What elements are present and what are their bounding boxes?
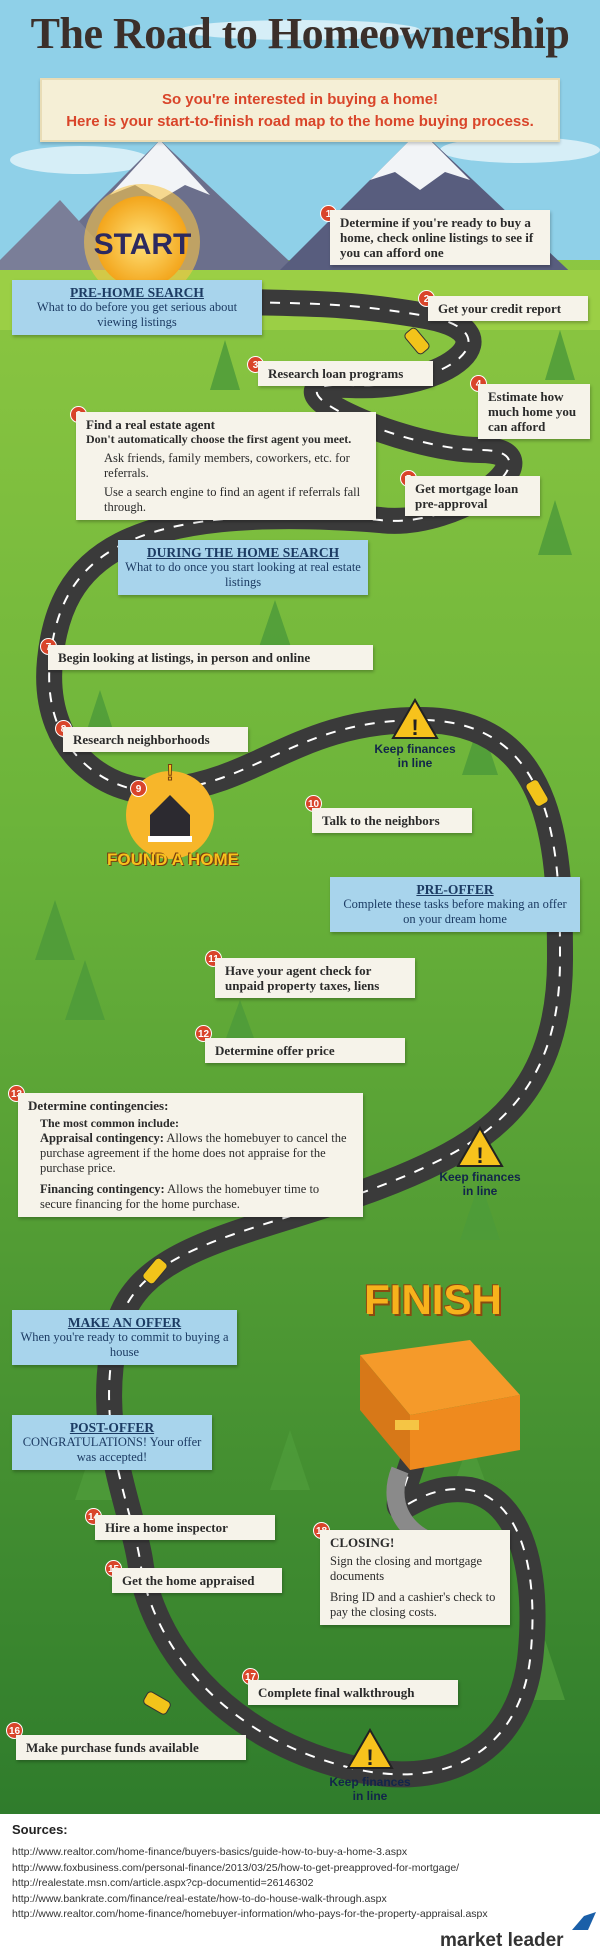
start-label: START — [93, 228, 192, 261]
warning-line-2: in line — [352, 1789, 388, 1803]
phase-pre-home-search: PRE-HOME SEARCH What to do before you ge… — [12, 280, 262, 335]
svg-text:!: ! — [366, 1745, 373, 1770]
car-icon — [142, 327, 549, 1715]
step-18-title: CLOSING! — [330, 1535, 395, 1550]
step-5-card: Get mortgage loan pre-approval — [405, 476, 540, 516]
found-home-icon: ! — [126, 760, 214, 859]
phase-title: PRE-OFFER — [416, 882, 494, 897]
source-link[interactable]: http://www.bankrate.com/finance/real-est… — [12, 1892, 387, 1905]
svg-text:!: ! — [476, 1143, 483, 1168]
sources-list: http://www.realtor.com/home-finance/buye… — [12, 1845, 588, 1923]
source-link[interactable]: http://www.realtor.com/home-finance/home… — [12, 1908, 488, 1920]
warning-line-2: in line — [397, 756, 433, 770]
step-14-card: Hire a home inspector — [95, 1515, 275, 1540]
sources-heading: Sources: — [12, 1822, 68, 1837]
finish-label: FINISH — [364, 1276, 502, 1323]
warning-line-1: Keep finances — [374, 742, 456, 756]
phase-pre-offer: PRE-OFFER Complete these tasks before ma… — [330, 877, 580, 932]
step-8-card: Research neighborhoods — [63, 727, 248, 752]
phase-text: Complete these tasks before making an of… — [343, 897, 567, 926]
phase-text: What to do before you get serious about … — [36, 300, 238, 329]
step-18-para-1: Sign the closing and mortgage documents — [330, 1554, 483, 1583]
page-title: The Road to Homeownership — [30, 9, 570, 58]
step-13-title: Determine contingencies: — [28, 1098, 169, 1113]
step-18-card: CLOSING! Sign the closing and mortgage d… — [320, 1530, 510, 1625]
step-4-card: Estimate how much home you can afford — [478, 384, 590, 439]
step-10-card: Talk to the neighbors — [312, 808, 472, 833]
step-13-card: Determine contingencies: The most common… — [18, 1093, 363, 1217]
step-15-card: Get the home appraised — [112, 1568, 282, 1593]
step-6-title: Find a real estate agent — [86, 417, 216, 432]
step-7-card: Begin looking at listings, in person and… — [48, 645, 373, 670]
step-number: 16 — [6, 1722, 23, 1739]
phase-title: MAKE AN OFFER — [67, 1315, 182, 1330]
cloud — [10, 20, 600, 174]
source-link[interactable]: http://www.foxbusiness.com/personal-fina… — [12, 1861, 460, 1874]
phase-text: What to do once you start looking at rea… — [125, 560, 361, 589]
intro-banner: So you're interested in buying a home! H… — [40, 78, 560, 142]
found-home-label: FOUND A HOME — [107, 850, 239, 869]
intro-line-2: Here is your start-to-finish road map to… — [66, 113, 534, 130]
svg-text:!: ! — [411, 715, 418, 740]
brand-mark-icon — [572, 1912, 596, 1930]
phase-title: POST-OFFER — [69, 1420, 155, 1435]
step-6-bullet-2: Use a search engine to find an agent if … — [104, 485, 361, 514]
step-number: 12 — [195, 1025, 212, 1042]
step-1-card: Determine if you're ready to buy a home,… — [330, 210, 550, 265]
source-link[interactable]: http://realestate.msn.com/article.aspx?c… — [12, 1877, 314, 1889]
step-17-card: Complete final walkthrough — [248, 1680, 458, 1705]
contingency-2-label: Financing contingency: — [40, 1182, 165, 1196]
phase-text: CONGRATULATIONS! Your offer was accepted… — [22, 1435, 202, 1464]
warning-label: Keep finances in line — [370, 742, 460, 770]
intro-line-1: So you're interested in buying a home! — [161, 91, 439, 108]
phase-during-home-search: DURING THE HOME SEARCH What to do once y… — [118, 540, 368, 595]
warning-line-1: Keep finances — [329, 1775, 411, 1789]
brand-logo: market leader — [440, 1930, 564, 1951]
step-18-para-2: Bring ID and a cashier's check to pay th… — [330, 1590, 496, 1619]
step-3-card: Research loan programs — [258, 361, 433, 386]
step-6-text: Don't automatically choose the first age… — [86, 432, 352, 446]
phase-make-an-offer: MAKE AN OFFER When you're ready to commi… — [12, 1310, 237, 1365]
road-lane-marking — [48, 299, 562, 1776]
contingency-1-text: Allows the homebuyer to cancel the purch… — [40, 1131, 347, 1175]
step-number: 9 — [130, 780, 147, 797]
step-16-card: Make purchase funds available — [16, 1735, 246, 1760]
warning-label: Keep finances in line — [435, 1170, 525, 1198]
sources-section: Sources: http://www.realtor.com/home-fin… — [0, 1814, 600, 1958]
warning-label: Keep finances in line — [325, 1775, 415, 1803]
warning-line-2: in line — [462, 1184, 498, 1198]
svg-text:!: ! — [166, 760, 173, 785]
contingency-1-label: Appraisal contingency: — [40, 1131, 164, 1145]
phase-title: PRE-HOME SEARCH — [70, 285, 204, 300]
source-link[interactable]: http://www.realtor.com/home-finance/buye… — [12, 1846, 408, 1858]
contingency-2-text: Allows the homebuyer time to secure fina… — [40, 1182, 320, 1211]
step-11-card: Have your agent check for unpaid propert… — [215, 958, 415, 998]
step-6-card: Find a real estate agent Don't automatic… — [76, 412, 376, 520]
step-12-card: Determine offer price — [205, 1038, 405, 1063]
phase-post-offer: POST-OFFER CONGRATULATIONS! Your offer w… — [12, 1415, 212, 1470]
warning-line-1: Keep finances — [439, 1170, 521, 1184]
step-6-bullet-1: Ask friends, family members, coworkers, … — [104, 451, 350, 480]
warning-icon: ! ! ! — [346, 698, 504, 1770]
phase-text: When you're ready to commit to buying a … — [20, 1330, 229, 1359]
sun-icon — [84, 184, 200, 300]
step-13-sub: The most common include: — [40, 1116, 179, 1130]
phase-title: DURING THE HOME SEARCH — [146, 545, 340, 560]
step-2-card: Get your credit report — [428, 296, 588, 321]
